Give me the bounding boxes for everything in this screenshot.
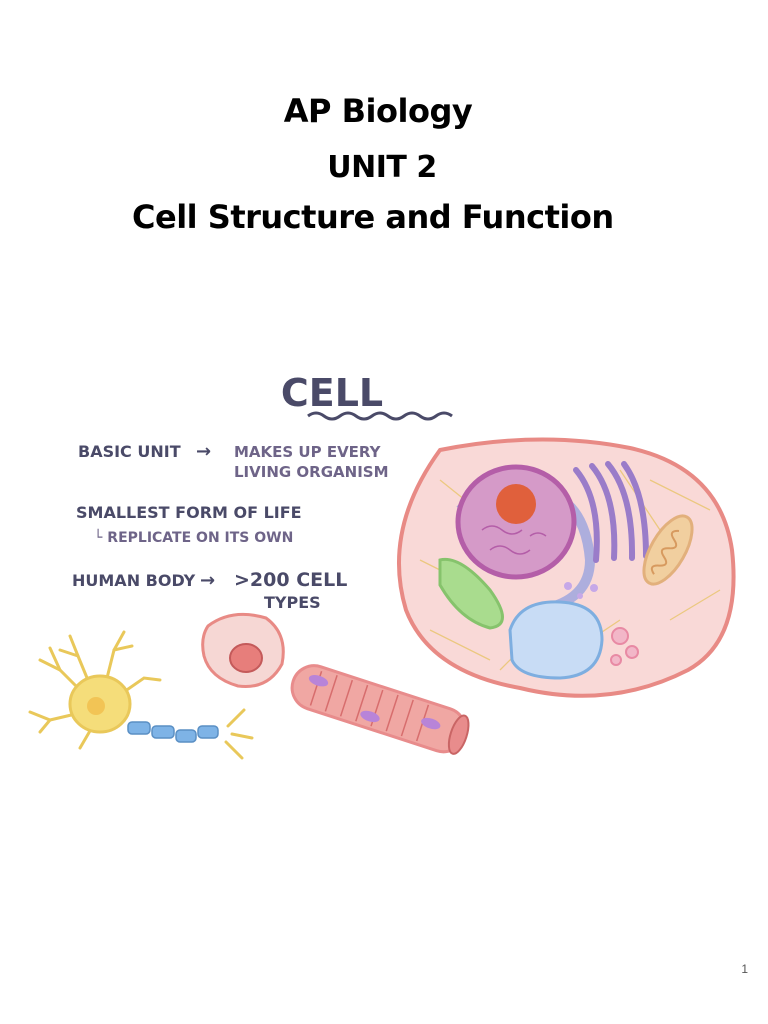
muscle-fiber [290,664,470,755]
note-basic-unit: BASIC UNIT [78,442,181,461]
note-living-organism: LIVING ORGANISM [234,463,389,481]
note-200-cell: >200 CELL [234,569,347,591]
note-smallest-form: SMALLEST FORM OF LIFE [76,503,302,522]
title-line-1: AP Biology [283,92,473,130]
animal-cell [396,437,736,698]
neuron-cell [28,630,254,760]
page-number: 1 [741,962,748,976]
title-line-3: Cell Structure and Function [132,198,614,236]
title-line-2: UNIT 2 [327,150,437,185]
heading-squiggle [307,411,453,421]
note-human-body: HUMAN BODY [72,571,196,590]
note-arrow-2: → [200,570,215,591]
note-types: TYPES [264,593,321,612]
note-replicate: └ REPLICATE ON ITS OWN [94,529,293,546]
note-arrow-1: → [196,441,211,462]
cell-illustration: CELL BASIC UNIT → MAKES UP EVERY LIVING … [28,371,736,760]
round-cell [201,612,285,689]
figure-heading: CELL [281,371,383,415]
note-makes-up: MAKES UP EVERY [234,443,382,461]
